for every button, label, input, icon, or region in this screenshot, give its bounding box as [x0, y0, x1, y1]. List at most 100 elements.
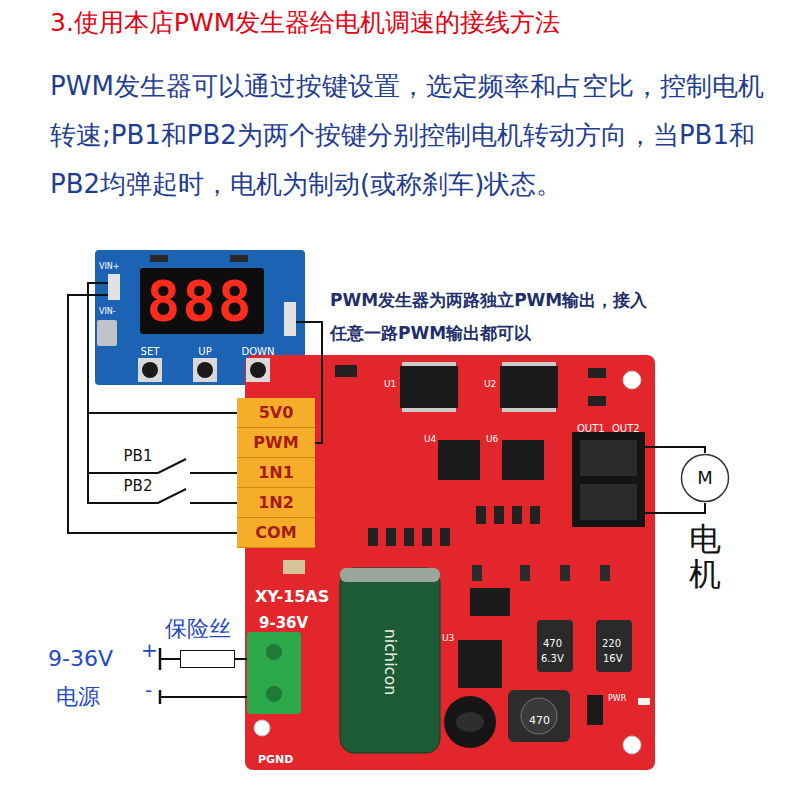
capacitor-smd — [472, 565, 482, 581]
fuse-body — [180, 650, 235, 668]
silkscreen-label-slot: U3 — [442, 626, 454, 645]
switch-label: PB2 — [124, 477, 153, 495]
terminal-slot — [580, 440, 637, 476]
ic-pins — [502, 408, 556, 412]
silkscreen-label: OUT1 — [577, 423, 605, 435]
transistor — [588, 368, 606, 378]
wire — [655, 503, 705, 513]
terminal-label-slot: COM — [237, 518, 315, 548]
wire — [235, 658, 247, 660]
title-text: 3.使用本店PWM发生器给电机调速的接线方法 — [50, 8, 560, 38]
motor-label-slot: 电机 — [689, 522, 721, 592]
ic-chip — [438, 440, 480, 480]
power-terminal — [247, 632, 301, 714]
capacitor-marking: 220 — [602, 638, 621, 650]
electrolytic-capacitor — [444, 696, 496, 748]
mount-hole — [623, 736, 641, 754]
silkscreen-label: OUT2 — [612, 423, 640, 435]
capacitor-marking: 6.3V — [541, 653, 564, 665]
terminal-label-slot: 5V0 — [237, 398, 315, 428]
terminal-label-slot: PWM — [237, 428, 315, 458]
wire — [160, 696, 247, 698]
switch-label-slot: PB1 — [114, 446, 162, 465]
button-base — [193, 358, 217, 382]
polarity-sign-slot: - — [145, 678, 152, 702]
usb-port — [97, 320, 117, 346]
pin-lead — [95, 282, 108, 284]
capacitor-marking-slot: 470 — [543, 632, 562, 651]
terminal-block: 1N1 — [237, 458, 315, 488]
button-label: SET — [141, 346, 160, 358]
polarity-sign: + — [141, 638, 158, 662]
capacitor-marking-slot: 16V — [603, 647, 623, 666]
capacitor-smd — [600, 565, 610, 581]
button-label-slot: UP — [190, 340, 220, 359]
silkscreen-label: U3 — [442, 633, 454, 644]
silkscreen-label: U1 — [384, 379, 396, 390]
wire — [645, 512, 655, 514]
ic-chip — [502, 440, 544, 480]
transistor — [335, 365, 357, 377]
silkscreen-label: PWR — [608, 694, 626, 704]
terminal-label: COM — [255, 518, 296, 548]
inductor-marking-slot: 470 — [529, 709, 550, 728]
wire — [68, 295, 237, 533]
title-text-slot: 3.使用本店PWM发生器给电机调速的接线方法 — [50, 8, 560, 38]
fuse-label: 保险丝 — [165, 616, 231, 642]
terminal-label-slot: 1N2 — [237, 488, 315, 518]
button-label-slot: SET — [135, 340, 165, 359]
supply-voltage: 9-36V — [48, 646, 113, 672]
capacitor-marking: 470 — [543, 638, 562, 650]
silkscreen-label-slot: U2 — [484, 372, 496, 391]
terminal-block: 1N2 — [237, 488, 315, 518]
ic-chip — [458, 640, 502, 688]
switch-label-slot: PB2 — [114, 476, 162, 495]
capacitor-brand: nichicon — [380, 629, 399, 696]
note-text-slot: PWM发生器为两路独立PWM输出，接入任意一路PWM输出都可以 — [330, 284, 648, 350]
supply-voltage-slot: 9-36V — [48, 646, 113, 672]
led-display — [140, 268, 264, 334]
diode — [530, 506, 540, 524]
motor-symbol-slot: M — [680, 453, 730, 503]
terminal-label-slot: 1N1 — [237, 458, 315, 488]
terminal-screw — [266, 686, 282, 702]
silkscreen-label-slot: PGND — [258, 748, 293, 767]
output-header — [284, 302, 296, 336]
wire — [305, 322, 322, 443]
diode — [422, 528, 432, 546]
switch-label: PB1 — [124, 447, 153, 465]
terminal-slot — [580, 484, 637, 520]
wire — [160, 658, 180, 660]
terminal-screw — [266, 644, 282, 660]
bulk-capacitor — [340, 568, 440, 753]
terminal-label: PWM — [253, 428, 298, 458]
power-led — [638, 698, 650, 705]
terminal-label: 1N2 — [258, 488, 294, 518]
note-text: PWM发生器为两路独立PWM输出，接入任意一路PWM输出都可以 — [330, 284, 648, 350]
board-model-slot: XY-15AS — [255, 587, 329, 606]
fuse: 保险丝 — [150, 616, 245, 672]
supply-label: 电源 — [56, 684, 100, 710]
silkscreen-label-slot: U6 — [486, 427, 498, 446]
diode — [494, 506, 504, 524]
diode — [386, 528, 396, 546]
push-button — [197, 362, 213, 378]
wire — [88, 283, 237, 413]
push-button — [250, 362, 266, 378]
polarity-sign-slot: + — [141, 638, 158, 662]
silkscreen-label-slot: OUT2 — [612, 417, 640, 436]
button-label: DOWN — [242, 346, 275, 358]
ic-pins — [502, 362, 556, 366]
electrolytic-capacitor — [537, 620, 573, 672]
diode — [368, 528, 378, 546]
motor-label: 电机 — [689, 522, 721, 592]
capacitor-marking-slot: 6.3V — [541, 647, 564, 666]
mount-hole — [254, 720, 270, 736]
capacitor-smd — [560, 565, 570, 581]
polarity-sign: - — [145, 678, 152, 702]
wire — [88, 413, 237, 473]
terminal-block: 5V0 — [237, 398, 315, 428]
display-digits: 888 — [146, 268, 253, 334]
resistor — [283, 560, 305, 574]
silkscreen-label: U6 — [486, 434, 498, 445]
